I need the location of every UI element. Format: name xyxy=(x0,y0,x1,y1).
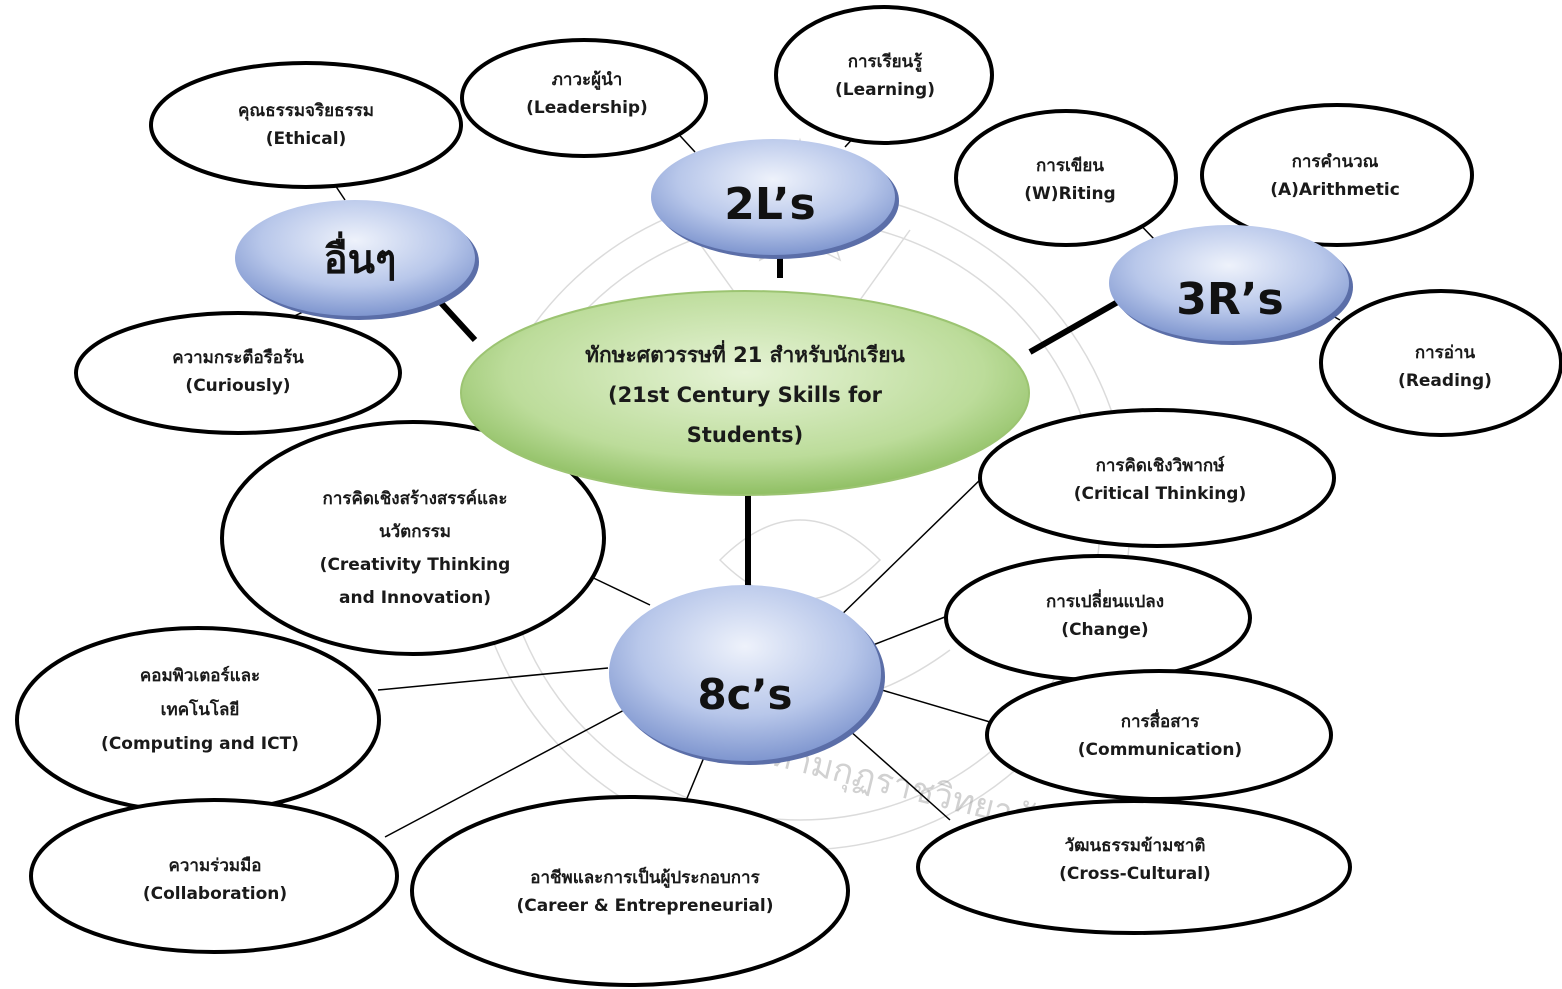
node-career xyxy=(410,795,850,987)
node-change xyxy=(944,554,1252,682)
hub-3rs xyxy=(1109,225,1349,341)
center-ellipse xyxy=(460,290,1030,496)
node-collaboration xyxy=(29,798,399,954)
node-communication xyxy=(985,669,1333,801)
node-reading xyxy=(1319,289,1562,437)
node-ethical xyxy=(149,61,463,189)
leaf-ellipses xyxy=(15,5,1562,987)
node-creativity xyxy=(220,420,606,656)
node-computing xyxy=(15,626,381,814)
hub-others xyxy=(235,200,475,316)
node-curiously xyxy=(74,311,402,435)
hub-8cs xyxy=(609,585,881,761)
node-arithmetic xyxy=(1200,103,1474,247)
node-crosscultural xyxy=(916,799,1352,935)
node-critical xyxy=(978,408,1336,548)
hub-ellipses xyxy=(235,139,1353,765)
node-learning xyxy=(774,5,994,145)
node-leadership xyxy=(460,38,708,158)
node-writing xyxy=(954,109,1178,247)
hub-2ls xyxy=(651,139,895,255)
